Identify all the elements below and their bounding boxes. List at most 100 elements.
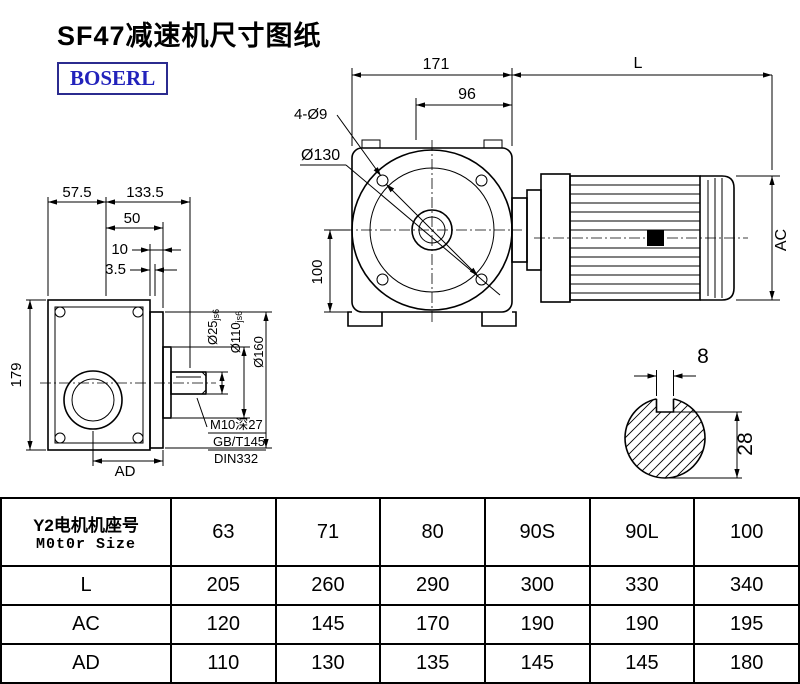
table-row-motor-size: Y2电机机座号 M0t0r Size 63 71 80 90S 90L 100 (0, 496, 800, 568)
dimension-arrowhead (503, 102, 512, 108)
dimension-arrowhead (154, 458, 163, 464)
cell-size-80: 80 (379, 496, 486, 568)
dimension-arrowhead (673, 373, 683, 379)
dimension-arrowhead (106, 225, 115, 231)
dimension-arrowhead (48, 199, 57, 205)
dimension-arrowhead (386, 184, 395, 193)
cell-L-2: 290 (379, 565, 486, 607)
dim-AD: AD (115, 463, 136, 480)
cell-size-90S: 90S (483, 496, 591, 568)
dim-100: 100 (309, 259, 326, 284)
dim-dia160: Ø160 (251, 336, 266, 368)
cell-size-71: 71 (274, 496, 382, 568)
cell-AD-1: 130 (274, 643, 382, 684)
dimension-arrowhead (93, 458, 102, 464)
cell-AC-1: 145 (274, 604, 382, 646)
cell-L-4: 330 (588, 565, 696, 607)
row-label-AD: AD (0, 643, 172, 684)
dimension-arrowhead (647, 373, 657, 379)
dimension-arrowhead (503, 72, 512, 78)
dimension-arrowhead (352, 72, 361, 78)
dimension-arrowhead (734, 469, 740, 478)
page-title: SF47减速机尺寸图纸 (57, 21, 322, 51)
dimension-arrowhead (219, 372, 225, 381)
cell-AC-2: 170 (379, 604, 486, 646)
brand-logo: BOSERL (57, 62, 169, 95)
dimension-arrowhead (327, 230, 333, 239)
note-gb: GB/T145 (213, 434, 265, 449)
dimension-arrowhead (263, 312, 269, 321)
table-row-L: L 205 260 290 300 330 340 (0, 565, 800, 607)
note-din: DIN332 (214, 451, 258, 466)
dimension-arrowhead (769, 291, 775, 300)
dimension-table: Y2电机机座号 M0t0r Size 63 71 80 90S 90L 100 … (0, 496, 800, 684)
cell-AC-0: 120 (170, 604, 277, 646)
dim-28: 28 (734, 432, 757, 455)
cell-size-63: 63 (170, 496, 277, 568)
cell-AD-2: 135 (379, 643, 486, 684)
row-label-AC: AC (0, 604, 172, 646)
cell-AC-3: 190 (483, 604, 591, 646)
dim-96: 96 (458, 86, 476, 103)
dim-133-5: 133.5 (126, 184, 164, 201)
dimension-arrowhead (763, 72, 772, 78)
dimension-arrowhead (154, 225, 163, 231)
cell-L-5: 340 (693, 565, 800, 607)
dimension-arrowhead (163, 247, 172, 253)
dimension-arrowhead (769, 176, 775, 185)
technical-drawing: 179 57.5 133.5 50 10 3.5 AD Ø25js6 (8, 55, 790, 480)
dimension-arrowhead (219, 385, 225, 394)
cell-AD-4: 145 (588, 643, 696, 684)
dimension-arrowhead (512, 72, 521, 78)
cell-size-90L: 90L (588, 496, 696, 568)
cell-AD-5: 180 (693, 643, 800, 684)
dim-3-5: 3.5 (105, 261, 126, 278)
dimension-arrowhead (97, 199, 106, 205)
note-m10: M10深27 (210, 417, 263, 432)
cell-AD-3: 145 (483, 643, 591, 684)
dim-171: 171 (423, 56, 450, 73)
dim-57-5: 57.5 (62, 184, 91, 201)
dim-4d9: 4-Ø9 (294, 106, 327, 123)
dim-dia25: Ø25js6 (205, 309, 221, 345)
table-row-AD: AD 110 130 135 145 145 180 (0, 643, 800, 684)
motor-size-label-cn: Y2电机机座号 (33, 516, 139, 536)
motor-view: L AC (512, 55, 790, 303)
dimension-arrowhead (263, 439, 269, 448)
cell-AC-4: 190 (588, 604, 696, 646)
dimension-arrowhead (141, 267, 150, 273)
dimension-arrowhead (241, 347, 247, 356)
dim-dia130: Ø130 (301, 147, 340, 164)
cell-L-0: 205 (170, 565, 277, 607)
motor-size-header: Y2电机机座号 M0t0r Size (0, 496, 172, 568)
dimension-arrowhead (181, 199, 190, 205)
gearbox-side-view: 179 57.5 133.5 50 10 3.5 AD Ø25js6 (8, 184, 272, 480)
dimension-arrowhead (241, 409, 247, 418)
dim-8: 8 (697, 345, 709, 368)
cell-AD-0: 110 (170, 643, 277, 684)
cell-AC-5: 195 (693, 604, 800, 646)
dimension-arrowhead (373, 167, 381, 176)
motor-size-label-en: M0t0r Size (35, 536, 136, 554)
dimension-arrowhead (27, 441, 33, 450)
dim-179: 179 (8, 362, 25, 387)
shaft-section-view: 8 28 (624, 345, 757, 479)
row-label-L: L (0, 565, 172, 607)
dimension-arrowhead (141, 247, 150, 253)
gearbox-front-view: 171 96 4-Ø9 Ø130 100 (294, 56, 542, 327)
table-row-AC: AC 120 145 170 190 190 195 (0, 604, 800, 646)
dimension-arrowhead (327, 303, 333, 312)
dimension-arrowhead (734, 412, 740, 421)
dim-50: 50 (124, 210, 141, 227)
dim-10: 10 (111, 241, 128, 258)
dimension-arrowhead (469, 267, 478, 276)
dimension-arrowhead (27, 300, 33, 309)
dim-dia110: Ø110js6 (228, 311, 244, 353)
dimension-arrowhead (416, 102, 425, 108)
dim-L: L (634, 55, 643, 72)
dim-AC: AC (773, 229, 790, 251)
cell-size-100: 100 (693, 496, 800, 568)
cell-L-3: 300 (483, 565, 591, 607)
dimension-arrowhead (155, 267, 164, 273)
